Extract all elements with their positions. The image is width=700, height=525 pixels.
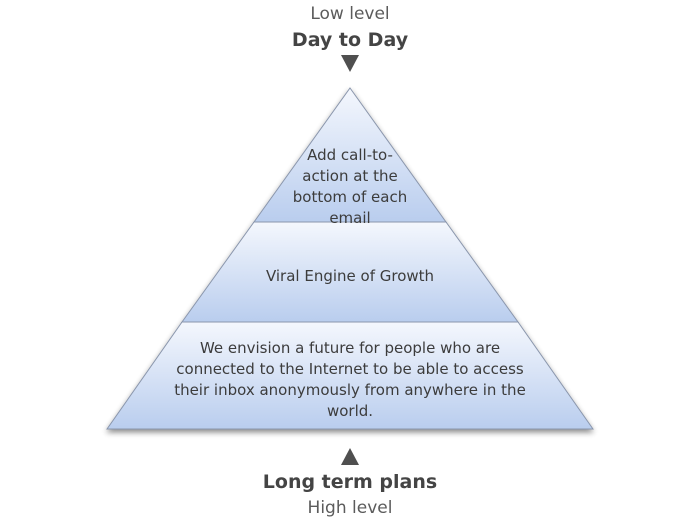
pyramid-tier-top-label: Add call-to-action at the bottom of each…	[292, 146, 408, 227]
pyramid-tier-base	[106, 321, 594, 430]
pyramid-tier-middle-label: Viral Engine of Growth	[265, 267, 435, 285]
pyramid-tier-base-label: We envision a future for people who are …	[174, 339, 526, 420]
arrow-down-icon	[341, 55, 359, 72]
low-level-label: Low level	[310, 4, 390, 24]
day-to-day-title: Day to Day	[291, 29, 409, 51]
high-level-label: High level	[307, 498, 393, 518]
arrow-up-icon	[341, 448, 359, 465]
long-term-plans-title: Long term plans	[262, 471, 438, 493]
